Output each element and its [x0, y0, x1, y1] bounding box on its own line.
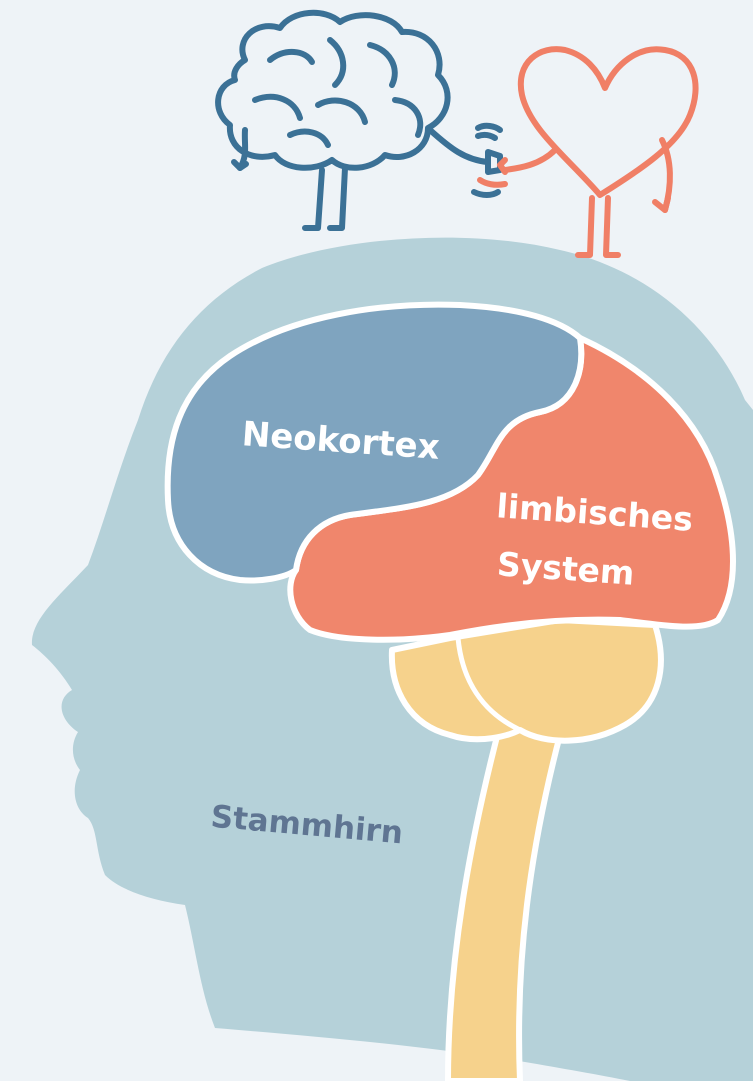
brain-character-icon — [218, 13, 500, 228]
heart-character-icon — [480, 49, 696, 255]
